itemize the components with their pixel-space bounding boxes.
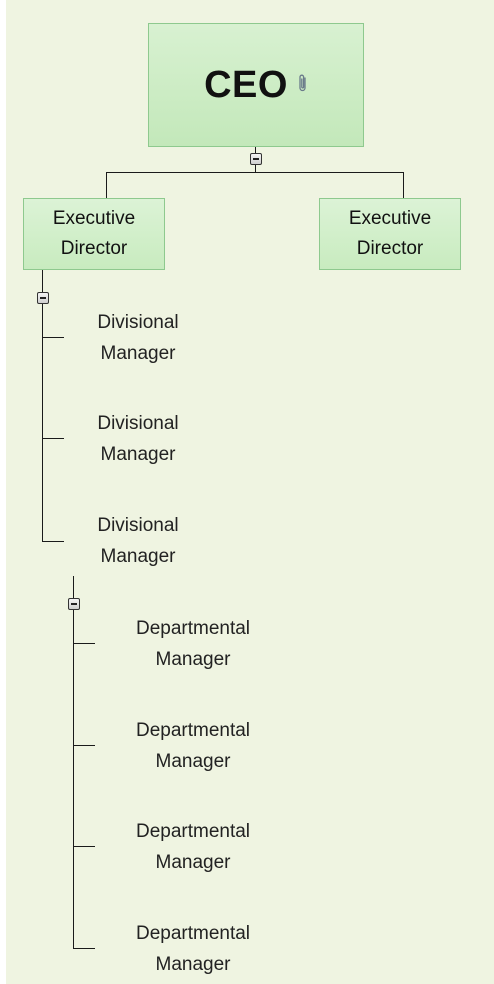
divisional-manager-node[interactable]: Divisional Manager [97, 312, 179, 364]
connector-departmental-branch-2 [73, 745, 95, 746]
connector-exec-horizontal [106, 172, 404, 173]
departmental-manager-node[interactable]: Departmental Manager [135, 821, 251, 873]
ceo-label: CEO [204, 63, 288, 106]
connector-exec-right-drop [403, 172, 404, 198]
departmental-manager-node[interactable]: Departmental Manager [135, 923, 251, 975]
connector-divisional-branch-1 [42, 337, 64, 338]
executive-director-node[interactable]: Executive Director [23, 198, 165, 270]
org-chart-canvas: CEO Executive Director Executive Directo… [6, 0, 494, 984]
ceo-collapse-toggle[interactable] [250, 153, 262, 165]
executive-director-label: Executive Director [348, 208, 432, 259]
departmental-manager-node[interactable]: Departmental Manager [135, 618, 251, 670]
departmental-manager-node[interactable]: Departmental Manager [135, 720, 251, 772]
connector-divisional-stub [42, 270, 43, 292]
connector-divisional-branch-3 [42, 541, 64, 542]
connector-departmental-branch-4 [73, 948, 95, 949]
executive-director-node[interactable]: Executive Director [319, 198, 461, 270]
connector-departmental-vertical [73, 610, 74, 949]
connector-divisional-vertical [42, 304, 43, 542]
connector-exec-left-drop [106, 172, 107, 198]
connector-departmental-branch-1 [73, 643, 95, 644]
executive-collapse-toggle[interactable] [37, 292, 49, 304]
divisional-collapse-toggle[interactable] [68, 598, 80, 610]
paperclip-icon[interactable] [298, 73, 308, 98]
divisional-manager-node[interactable]: Divisional Manager [97, 413, 179, 465]
divisional-manager-node[interactable]: Divisional Manager [97, 515, 179, 567]
executive-director-label: Executive Director [52, 208, 136, 259]
connector-departmental-branch-3 [73, 846, 95, 847]
connector-divisional-branch-2 [42, 438, 64, 439]
connector-departmental-stub [73, 576, 74, 598]
ceo-node[interactable]: CEO [148, 23, 364, 147]
